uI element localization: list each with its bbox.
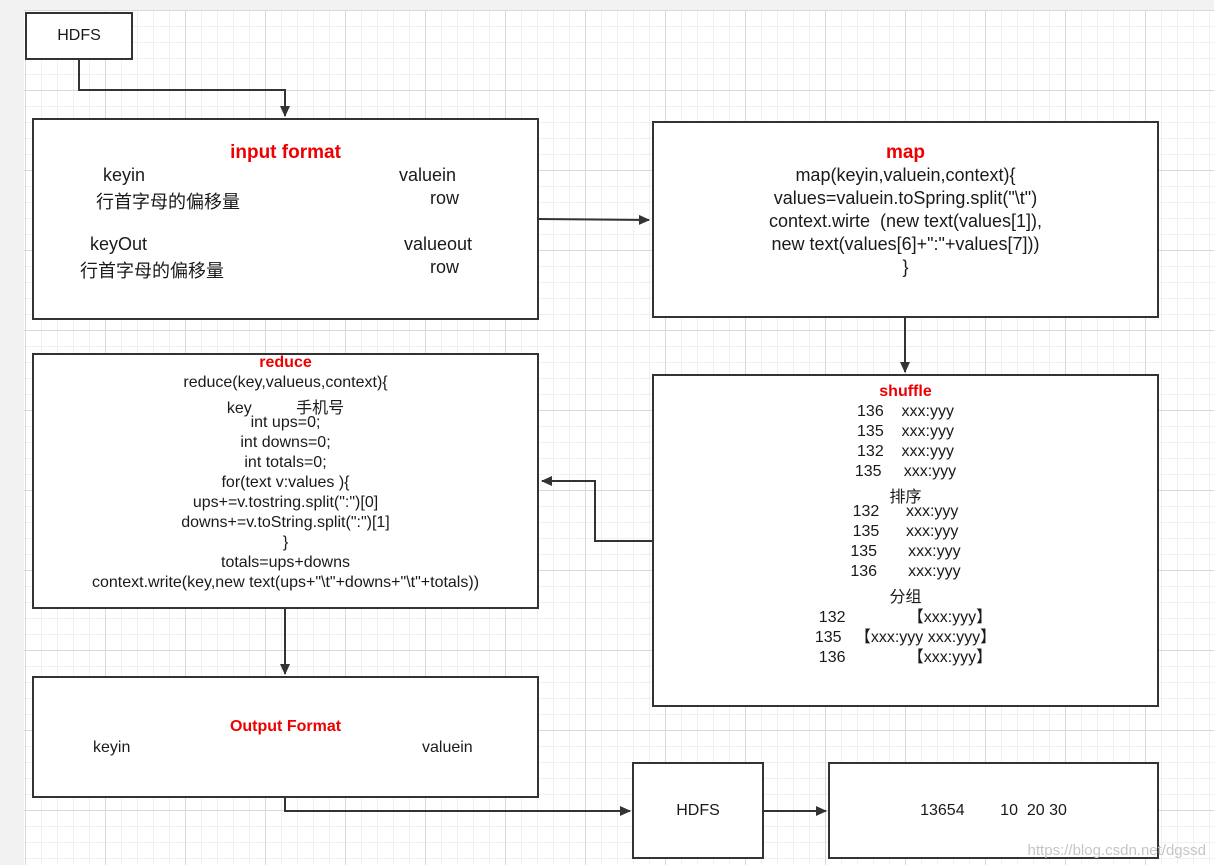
connector-input-to-map [537, 214, 650, 225]
reduce-code-line: context.write(key,new text(ups+"\t"+down… [91, 574, 480, 591]
connector-hdfs-to-input [78, 60, 290, 117]
map-code-line: context.wirte (new text(values[1]), [768, 211, 1043, 231]
hdfs-sink-label: HDFS [676, 802, 720, 819]
output-format-title: Output Format [229, 718, 342, 735]
reduce-code-line: } [282, 534, 289, 551]
input-keyin-label: keyin [103, 165, 146, 185]
input-valuein-label: valuein [399, 165, 457, 185]
connector-output-to-hdfs [284, 798, 631, 816]
input-valueout-desc: row [430, 257, 460, 277]
reduce-code-line: reduce(key,valueus,context){ [183, 374, 388, 391]
hdfs-source-node[interactable]: HDFS [25, 12, 133, 60]
map-code-line: } [902, 257, 909, 277]
map-code-line: new text(values[6]+":"+values[7])) [771, 234, 1040, 254]
input-format-node[interactable]: input format keyin valuein 行首字母的偏移量 row … [32, 118, 539, 320]
reduce-code-line: downs+=v.toString.split(":")[1] [181, 514, 390, 531]
shuffle-line: 132 xxx:yyy [857, 443, 954, 460]
input-keyout-label: keyOut [90, 234, 148, 254]
reduce-code-line: int ups=0; [250, 414, 321, 431]
reduce-code-line: int totals=0; [244, 454, 327, 471]
shuffle-line: 135 xxx:yyy [850, 543, 961, 560]
shuffle-line: 分组 [889, 589, 922, 606]
shuffle-line: 136 【xxx:yyy】 [818, 649, 993, 666]
hdfs-sink-node[interactable]: HDFS [632, 762, 764, 859]
reduce-code-line: int downs=0; [240, 434, 331, 451]
output-valuein-label: valuein [422, 739, 473, 756]
reduce-code-line: for(text v:values ){ [221, 474, 350, 491]
shuffle-line: 136 xxx:yyy [850, 563, 961, 580]
shuffle-node[interactable]: shuffle 136 xxx:yyy 135 xxx:yyy 132 xxx:… [652, 374, 1159, 707]
input-keyin-desc: 行首字母的偏移量 [96, 192, 240, 212]
map-title: map [885, 142, 926, 163]
map-code-line: map(keyin,valuein,context){ [795, 165, 1016, 185]
reduce-code-line: ups+=v.tostring.split(":")[0] [192, 494, 379, 511]
output-format-node[interactable]: Output Format keyin valuein [32, 676, 539, 798]
shuffle-line: 135 xxx:yyy [854, 463, 957, 480]
canvas-top-edge [0, 0, 1214, 10]
map-code-line: values=valuein.toSpring.split("\t") [773, 188, 1038, 208]
shuffle-line: 135 xxx:yyy [852, 523, 959, 540]
reduce-code-line: key 手机号 [226, 400, 345, 417]
shuffle-line: 排序 [889, 489, 922, 506]
input-format-title: input format [230, 142, 341, 163]
reduce-node[interactable]: reduce reduce(key,valueus,context){ key … [32, 353, 539, 609]
input-valuein-desc: row [430, 188, 460, 208]
shuffle-line: 135 xxx:yyy [857, 423, 954, 440]
reduce-title: reduce [259, 354, 312, 371]
hdfs-source-label: HDFS [57, 27, 101, 44]
shuffle-line: 132 xxx:yyy [852, 503, 959, 520]
reduce-code-line: totals=ups+downs [221, 554, 350, 571]
map-node[interactable]: map map(keyin,valuein,context){ values=v… [652, 121, 1159, 318]
result-text: 13654 10 20 30 [920, 802, 1067, 819]
connector-shuffle-to-reduce [541, 476, 653, 542]
shuffle-line: 135 【xxx:yyy xxx:yyy】 [814, 629, 997, 646]
input-keyout-desc: 行首字母的偏移量 [80, 261, 224, 281]
input-valueout-label: valueout [404, 234, 473, 254]
canvas-left-edge [0, 0, 24, 865]
shuffle-title: shuffle [879, 383, 932, 400]
output-keyin-label: keyin [93, 739, 131, 756]
shuffle-line: 132 【xxx:yyy】 [818, 609, 993, 626]
watermark-text: https://blog.csdn.net/dgssd [1027, 842, 1206, 859]
result-node[interactable]: 13654 10 20 30 [828, 762, 1159, 859]
shuffle-line: 136 xxx:yyy [857, 403, 954, 420]
